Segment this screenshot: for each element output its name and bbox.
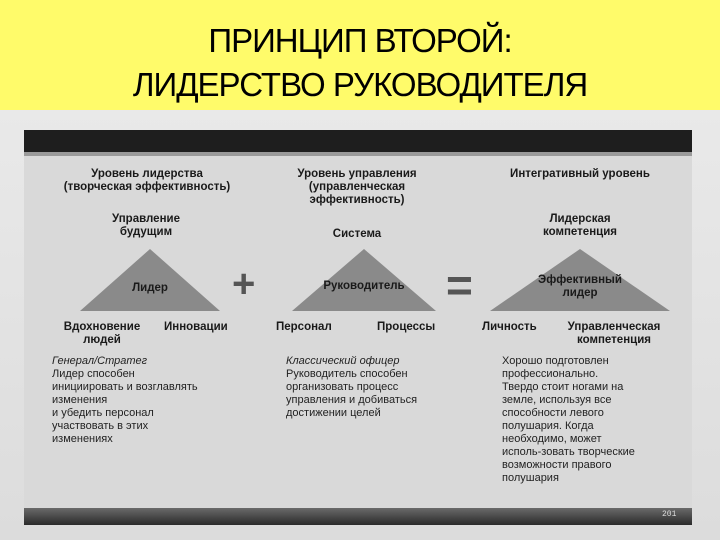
title-banner (0, 0, 720, 110)
desc-line: управления и добиваться (286, 394, 418, 406)
page-code: 201 (662, 510, 677, 519)
management-bottom-left: Персонал (276, 321, 332, 333)
effective-leader-triangle (490, 249, 670, 311)
leadership-top-label: Управление будущим (112, 213, 180, 238)
desc-line: Твердо стоит ногами на (502, 381, 624, 393)
integrative-level-heading: Интегративный уровень (510, 168, 650, 180)
plus-sign: + (232, 262, 256, 306)
leadership-bottom-right: Инновации (164, 321, 228, 333)
leadership-level-heading: Уровень лидерства (творческая эффективно… (63, 168, 231, 193)
manager-triangle (292, 249, 436, 311)
leader-triangle-label: Лидер (132, 282, 168, 294)
slide-title-line-2: ЛИДЕРСТВО РУКОВОДИТЕЛЯ (132, 66, 588, 103)
desc-line: исполь-зовать творческие (502, 446, 635, 458)
management-top-label: Система (332, 228, 382, 240)
equals-sign: = (446, 259, 473, 311)
table-top-bar (24, 130, 692, 152)
desc-line: и убедить персонал (52, 407, 154, 419)
integrative-top-label: Лидерская компетенция (543, 213, 617, 238)
desc-line: изменения (52, 394, 108, 406)
slide-title-line-1: ПРИНЦИП ВТОРОЙ: (208, 22, 512, 59)
desc-line: земле, используя все (502, 394, 612, 406)
leader-triangle (80, 249, 220, 311)
desc-line: Лидер способен (52, 368, 135, 380)
scanned-table (24, 130, 692, 525)
desc-line: участвовать в этих (52, 420, 149, 432)
desc-line: организовать процесс (286, 381, 399, 393)
management-bottom-right: Процессы (377, 321, 436, 333)
desc-line: полушария. Когда (502, 420, 594, 432)
desc-line: инициировать и возглавлять (52, 381, 198, 393)
table-separator (24, 152, 692, 156)
leadership-bottom-left: Вдохновение людей (63, 321, 141, 346)
desc-line: полушария (502, 472, 559, 484)
desc-line: профессионально. (502, 368, 599, 380)
desc-line: Хорошо подготовлен (502, 355, 609, 367)
desc-line: способности левого (502, 407, 604, 419)
manager-triangle-label: Руководитель (323, 280, 405, 292)
effective-leader-label: Эффективный лидер (538, 274, 622, 299)
desc-line: Генерал/Стратег (52, 355, 148, 367)
desc-line: Руководитель способен (286, 368, 408, 380)
desc-line: Классический офицер (286, 355, 400, 367)
desc-line: достижении целей (286, 407, 381, 419)
table-bottom-bar (24, 508, 692, 525)
desc-line: возможности правого (502, 459, 612, 471)
management-level-heading: Уровень управления (управленческая эффек… (297, 168, 417, 206)
integrative-bottom-right: Управленческая компетенция (567, 321, 661, 346)
integrative-bottom-left: Личность (482, 321, 537, 333)
desc-line: изменениях (52, 433, 113, 445)
desc-line: необходимо, может (502, 433, 602, 445)
